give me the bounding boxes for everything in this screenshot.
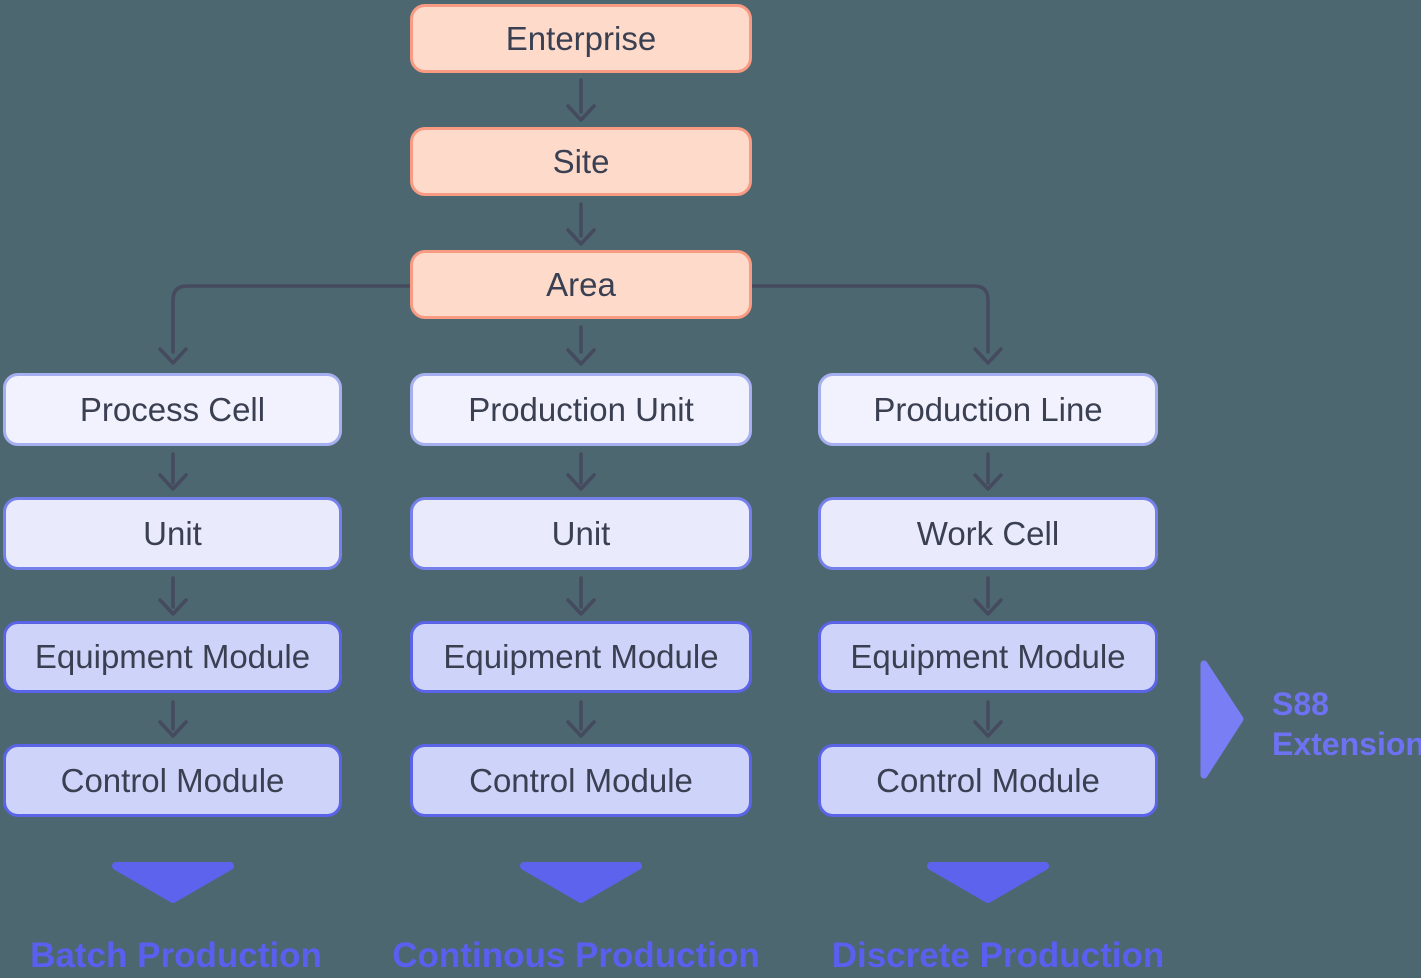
node-work-cell: Work Cell [818, 497, 1158, 570]
continuous-down-triangle-icon [520, 862, 642, 903]
arrow-enterprise-to-site [566, 78, 596, 122]
arrow-work-cell-to-equipment-right [973, 576, 1003, 616]
arrow-area-to-production-unit [566, 325, 596, 366]
node-unit-batch: Unit [3, 497, 342, 570]
batch-down-triangle-icon [112, 862, 234, 903]
node-equipment-module-batch: Equipment Module [3, 621, 342, 693]
node-control-module-batch: Control Module [3, 744, 342, 817]
arrow-equipment-to-control-right [973, 700, 1003, 738]
arrow-unit-to-equipment-left [158, 576, 188, 616]
node-equipment-module-continuous: Equipment Module [410, 621, 752, 693]
batch-production-label: Batch Production [30, 936, 322, 975]
s88-extension-right-triangle-icon [1200, 660, 1244, 779]
s88-extension-line1: S88 [1272, 686, 1329, 722]
s88-extension-label: S88 Extension [1272, 684, 1421, 764]
arrow-production-unit-to-unit [566, 452, 596, 491]
node-enterprise: Enterprise [410, 4, 752, 73]
node-area: Area [410, 250, 752, 319]
arrow-equipment-to-control-mid [566, 700, 596, 738]
node-site: Site [410, 127, 752, 196]
node-equipment-module-discrete: Equipment Module [818, 621, 1158, 693]
arrow-site-to-area [566, 202, 596, 246]
arrow-process-cell-to-unit [158, 452, 188, 491]
continuous-production-label: Continous Production [392, 936, 760, 975]
branch-area-to-production-line [750, 284, 1003, 365]
arrow-equipment-to-control-left [158, 700, 188, 738]
node-production-line: Production Line [818, 373, 1158, 446]
branch-area-to-process-cell [158, 284, 412, 365]
node-unit-continuous: Unit [410, 497, 752, 570]
node-control-module-discrete: Control Module [818, 744, 1158, 817]
arrow-unit-to-equipment-mid [566, 576, 596, 616]
node-control-module-continuous: Control Module [410, 744, 752, 817]
node-production-unit: Production Unit [410, 373, 752, 446]
discrete-production-label: Discrete Production [831, 936, 1165, 975]
arrow-production-line-to-work-cell [973, 452, 1003, 491]
discrete-down-triangle-icon [927, 862, 1049, 903]
s88-extension-line2: Extension [1272, 726, 1421, 762]
node-process-cell: Process Cell [3, 373, 342, 446]
